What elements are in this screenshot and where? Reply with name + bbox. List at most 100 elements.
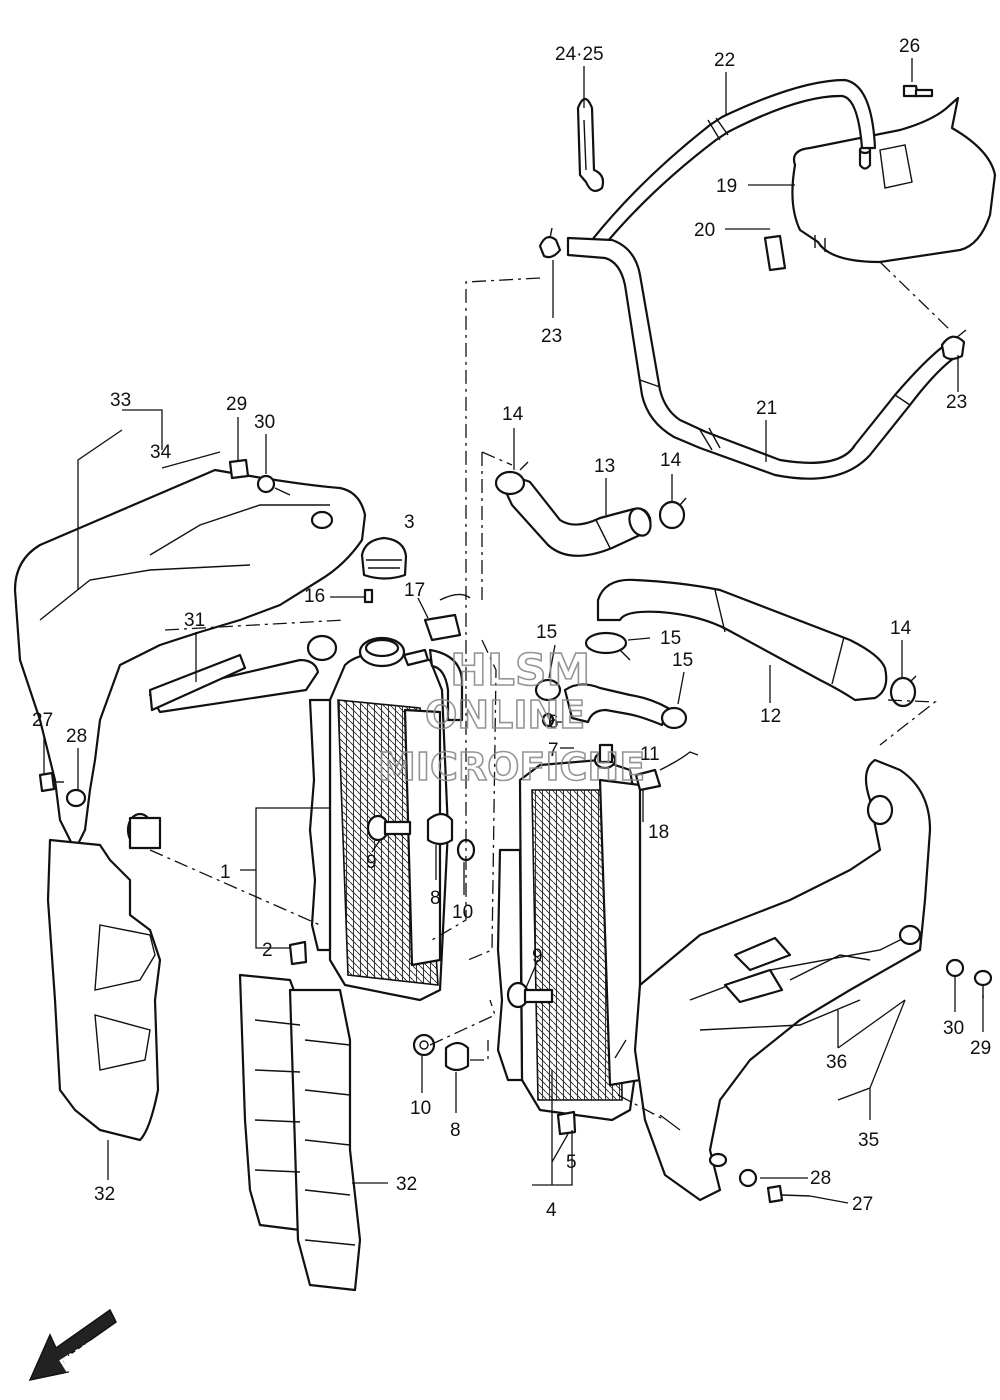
label-4: 4 <box>546 1200 557 1221</box>
label-31: 31 <box>184 610 205 631</box>
clip-5 <box>556 1110 577 1136</box>
label-17: 17 <box>404 580 425 601</box>
label-27-right: 27 <box>852 1194 873 1215</box>
label-16: 16 <box>304 586 325 607</box>
label-20: 20 <box>694 220 715 241</box>
bolt-27-left <box>38 771 64 793</box>
right-radiator-shroud <box>633 758 932 1202</box>
label-15-a: 15 <box>536 622 557 643</box>
clip-2 <box>288 940 308 966</box>
label-5: 5 <box>566 1152 577 1173</box>
radiator-cap <box>360 536 408 580</box>
left-radiator-shroud <box>13 468 367 852</box>
washer-28-right <box>738 1168 758 1188</box>
washer-30-left <box>256 474 276 494</box>
clamp-14-b <box>658 497 687 530</box>
watermark-line-1: HLSM <box>450 645 590 696</box>
temp-sensor-18 <box>634 751 699 792</box>
label-9-right: 9 <box>532 946 543 967</box>
label-26: 26 <box>899 36 920 57</box>
label-12: 12 <box>760 706 781 727</box>
bolt-9-left <box>366 814 412 842</box>
label-19: 19 <box>716 176 737 197</box>
bolt-29-right <box>973 969 993 998</box>
label-34: 34 <box>150 442 172 463</box>
fwd-arrow-icon <box>28 1308 117 1382</box>
watermark-line-2: ONLINE <box>425 693 585 737</box>
label-14-b: 14 <box>660 450 682 471</box>
temp-sensor-17 <box>423 593 471 642</box>
clamp-14-c <box>889 675 917 708</box>
label-10-left: 10 <box>452 902 473 923</box>
hose-guide <box>576 97 605 192</box>
screw-6 <box>541 712 555 728</box>
cushion-8-right <box>444 1041 470 1072</box>
bolt-7 <box>598 743 614 764</box>
leader-lines <box>43 58 984 1204</box>
washer-30-right <box>945 958 965 978</box>
label-27-left: 27 <box>32 710 53 731</box>
label-36: 36 <box>826 1052 847 1073</box>
reservoir-hose <box>566 236 956 480</box>
label-30-right: 30 <box>943 1018 964 1039</box>
callout-labels: 24·25 22 26 19 20 23 23 21 14 13 14 33 2… <box>32 36 991 1221</box>
label-14-c: 14 <box>890 618 912 639</box>
label-13: 13 <box>594 456 615 477</box>
label-1: 1 <box>220 862 231 883</box>
label-35: 35 <box>858 1130 879 1151</box>
clamp-15-b <box>534 678 562 702</box>
label-28-left: 28 <box>66 726 87 747</box>
label-23-lower: 23 <box>946 392 967 413</box>
bolt-9-right <box>506 981 554 1009</box>
label-30-left: 30 <box>254 412 275 433</box>
label-15-b: 15 <box>660 628 681 649</box>
label-29-right: 29 <box>970 1038 991 1059</box>
assembly-lines <box>149 261 951 1121</box>
label-15-c: 15 <box>672 650 693 671</box>
clamp-15-a <box>584 631 631 661</box>
label-29-left: 29 <box>226 394 247 415</box>
cap-screw <box>363 588 374 604</box>
bolt-27-right <box>766 1184 811 1204</box>
collar-28-left <box>65 788 87 808</box>
label-6: 6 <box>548 712 559 733</box>
tank-bolt <box>902 84 934 98</box>
collar-10-right <box>412 1033 436 1057</box>
watermark: HLSM ONLINE MICROFICHE <box>377 644 646 790</box>
label-14-a: 14 <box>502 404 524 425</box>
watermark-line-3: MICROFICHE <box>378 745 645 789</box>
fwd-direction-badge: FWD <box>28 1308 117 1382</box>
clamp-15-c <box>660 706 688 730</box>
bolt-29-left <box>228 458 250 480</box>
reservoir-tank <box>791 96 997 264</box>
label-7: 7 <box>548 740 559 761</box>
label-10-right: 10 <box>410 1098 431 1119</box>
label-32-center: 32 <box>396 1174 417 1195</box>
label-11: 11 <box>640 744 660 765</box>
label-9-left: 9 <box>366 852 377 873</box>
label-28-right: 28 <box>810 1168 831 1189</box>
clamp-23-lower <box>940 329 967 361</box>
label-8-right: 8 <box>450 1120 461 1141</box>
label-33: 33 <box>110 390 131 411</box>
cushion-8-left <box>426 812 454 846</box>
right-radiator <box>496 750 642 1122</box>
tank-damper <box>763 234 787 272</box>
radiator-guard-left <box>46 838 162 1142</box>
label-24-25: 24·25 <box>555 44 604 65</box>
overflow-hose-upper <box>590 78 877 250</box>
label-21: 21 <box>756 398 777 419</box>
left-radiator <box>308 636 464 1002</box>
label-8-left: 8 <box>430 888 441 909</box>
label-3: 3 <box>404 512 415 533</box>
shroud-tape-31 <box>148 653 247 712</box>
radiator-hose-12 <box>596 578 888 702</box>
label-23-upper: 23 <box>541 326 562 347</box>
clamp-14-a <box>494 461 529 496</box>
label-18: 18 <box>648 822 669 843</box>
label-22: 22 <box>714 50 735 71</box>
radiator-guard-louver <box>238 973 362 1292</box>
label-2: 2 <box>262 940 273 961</box>
